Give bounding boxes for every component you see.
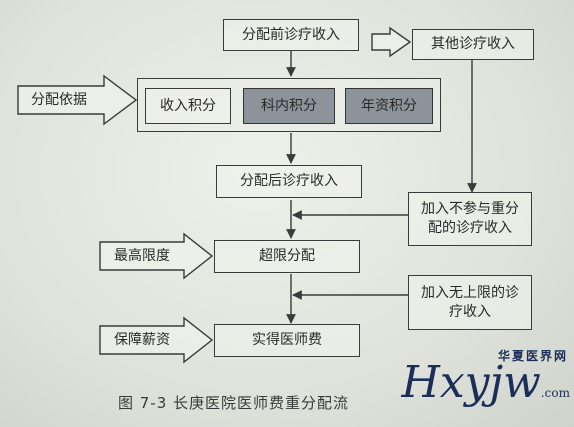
figure-caption: 图 7-3 长庚医院医师费重分配流 — [118, 394, 350, 412]
max-limit-holder: 最高限度 — [100, 242, 184, 270]
block-arrow-max — [99, 232, 214, 280]
watermark-logo-suffix: .com — [540, 386, 570, 400]
excluded-income-label: 加入不参与重分配的诊疗收入 — [421, 201, 519, 236]
other-income-box: 其他诊疗收入 — [412, 29, 534, 60]
actual-doctor-fee-label: 实得医师费 — [252, 332, 322, 349]
post-distribution-income-label: 分配后诊疗收入 — [240, 173, 338, 190]
max-limit-label: 最高限度 — [114, 247, 170, 264]
excluded-income-box: 加入不参与重分配的诊疗收入 — [408, 192, 532, 246]
guarantee-salary-label: 保障薪资 — [114, 331, 170, 348]
pre-distribution-income-label: 分配前诊疗收入 — [242, 26, 340, 43]
over-limit-distribution-label: 超限分配 — [259, 248, 315, 265]
watermark-logo-main: Hxyjw — [401, 357, 541, 408]
distribution-basis-label: 分配依据 — [31, 91, 87, 108]
block-arrow-to-other — [371, 26, 412, 58]
seniority-points-label: 年资积分 — [361, 97, 417, 114]
over-limit-distribution-box: 超限分配 — [214, 240, 360, 273]
unlimited-income-label: 加入无上限的诊疗收入 — [421, 284, 519, 320]
income-points-box: 收入积分 — [145, 88, 231, 124]
post-distribution-income-box: 分配后诊疗收入 — [216, 165, 362, 198]
other-income-label: 其他诊疗收入 — [431, 36, 515, 53]
actual-doctor-fee-box: 实得医师费 — [214, 324, 360, 357]
dept-points-label: 科内积分 — [261, 97, 317, 114]
dept-points-box: 科内积分 — [243, 88, 335, 124]
income-points-label: 收入积分 — [160, 97, 216, 114]
seniority-points-box: 年资积分 — [345, 88, 433, 124]
watermark-site-name: 华夏医界网 — [497, 349, 568, 363]
watermark-logo-text: Hxyjw.com — [402, 361, 571, 405]
guarantee-holder: 保障薪资 — [100, 326, 184, 354]
block-arrow-basis — [17, 74, 138, 126]
unlimited-income-box: 加入无上限的诊疗收入 — [408, 275, 532, 330]
basis-label-holder: 分配依据 — [16, 86, 102, 114]
watermark-logo: 华夏医界网 Hxyjw.com — [402, 347, 572, 423]
block-arrow-guarantee — [99, 316, 214, 364]
pre-distribution-income-box: 分配前诊疗收入 — [223, 19, 359, 51]
